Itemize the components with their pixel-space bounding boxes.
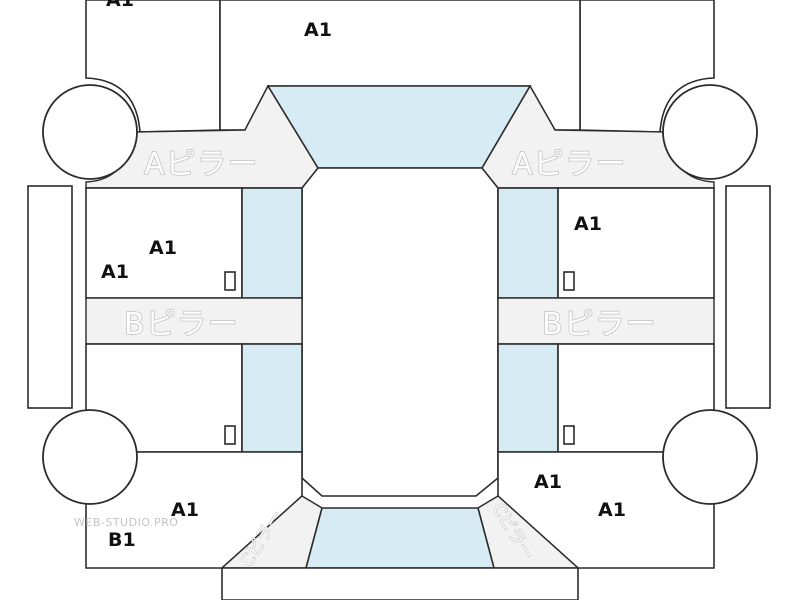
b-pillar-right [497, 297, 715, 345]
label-top-center: A1 [304, 19, 332, 41]
a-pillar-right-label: Aピラー [512, 147, 627, 182]
label-rear-left-lower: B1 [108, 529, 136, 551]
left-front-window [241, 187, 303, 299]
b-pillar-right-label: Bピラー [542, 307, 657, 342]
b-pillar-left [85, 297, 303, 345]
label-rear-right-lower: A1 [598, 499, 626, 521]
label-rear-left-upper: A1 [171, 499, 199, 521]
label-front-left-lower: A1 [101, 261, 129, 283]
label-front-right: A1 [574, 213, 602, 235]
a-pillar-left-label: Aピラー [144, 147, 259, 182]
door-handle-left-rear [224, 425, 236, 445]
trunk [221, 567, 579, 600]
label-top-left: A1 [106, 0, 134, 11]
label-rear-right-upper: A1 [534, 471, 562, 493]
wheel-rear-right [662, 409, 758, 505]
wheel-rear-left [42, 409, 138, 505]
right-front-window [497, 187, 559, 299]
left-side-bar [27, 185, 73, 409]
wheel-front-left [42, 84, 138, 180]
wheel-front-right [662, 84, 758, 180]
left-rear-window [241, 343, 303, 453]
rear-window-glass [304, 507, 496, 569]
door-handle-right-rear [563, 425, 575, 445]
right-rear-window [497, 343, 559, 453]
door-handle-left-front [224, 271, 236, 291]
label-front-left-upper: A1 [149, 237, 177, 259]
b-pillar-left-label: Bピラー [124, 307, 239, 342]
right-front-door [557, 187, 715, 299]
door-handle-right-front [563, 271, 575, 291]
right-side-bar [725, 185, 771, 409]
watermark: WEB-STUDIO.PRO [74, 516, 178, 529]
roof [301, 167, 499, 497]
